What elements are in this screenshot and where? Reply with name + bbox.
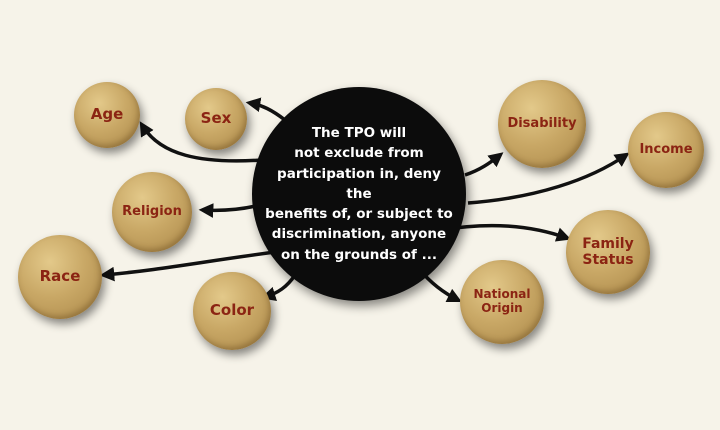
node-national-origin-label: National Origin bbox=[473, 287, 531, 315]
node-religion-label: Religion bbox=[122, 203, 182, 219]
arrow-to-income bbox=[467, 152, 630, 205]
node-family-status-label: Family Status bbox=[582, 235, 634, 268]
node-age-label: Age bbox=[90, 105, 124, 124]
node-race-label: Race bbox=[39, 267, 81, 286]
node-sex-label: Sex bbox=[200, 109, 232, 128]
node-family-status: Family Status bbox=[566, 210, 650, 294]
node-race: Race bbox=[18, 235, 102, 319]
arrow-to-color bbox=[260, 274, 297, 301]
center-statement-circle: The TPO will not exclude from participat… bbox=[252, 87, 466, 301]
node-sex: Sex bbox=[185, 88, 247, 150]
arrow-to-disability bbox=[464, 152, 504, 177]
node-age: Age bbox=[74, 82, 140, 148]
arrow-to-sex bbox=[245, 97, 287, 122]
arrow-to-race bbox=[99, 250, 276, 282]
node-color: Color bbox=[193, 272, 271, 350]
node-income-label: Income bbox=[639, 141, 693, 157]
arrow-to-age bbox=[139, 121, 263, 163]
node-disability: Disability bbox=[498, 80, 586, 168]
node-income: Income bbox=[628, 112, 704, 188]
node-color-label: Color bbox=[209, 301, 255, 320]
node-disability-label: Disability bbox=[507, 115, 577, 131]
center-statement-text: The TPO will not exclude from participat… bbox=[265, 125, 453, 263]
node-religion: Religion bbox=[112, 172, 192, 252]
arrow-to-religion bbox=[198, 203, 261, 218]
node-national-origin: National Origin bbox=[460, 260, 544, 344]
